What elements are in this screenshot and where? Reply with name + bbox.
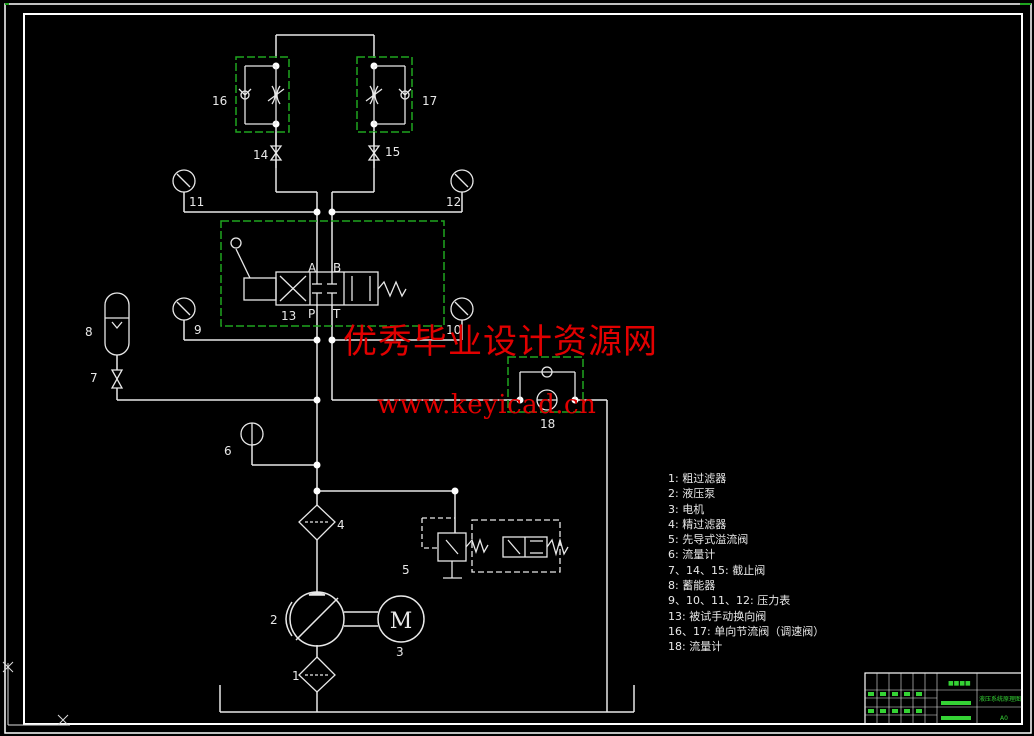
pressure-gauges bbox=[172, 169, 474, 321]
label-port-p: P bbox=[308, 307, 315, 321]
label-port-a: A bbox=[308, 261, 317, 275]
pump-2 bbox=[285, 591, 378, 647]
legend-item: 3: 电机 bbox=[668, 502, 705, 516]
label-2: 2 bbox=[270, 613, 278, 627]
component-labels: 16 17 14 15 11 12 A B P T 13 9 10 8 7 6 … bbox=[85, 94, 555, 683]
label-9: 9 bbox=[194, 323, 202, 337]
label-18: 18 bbox=[540, 417, 555, 431]
label-12: 12 bbox=[446, 195, 461, 209]
stop-valves-14-15 bbox=[269, 132, 381, 168]
label-13: 13 bbox=[281, 309, 296, 323]
legend-item: 4: 精过滤器 bbox=[668, 517, 727, 531]
label-11: 11 bbox=[189, 195, 204, 209]
directional-valve-13 bbox=[220, 220, 445, 327]
motor-label: M bbox=[390, 609, 413, 634]
throttle-check-valve-16 bbox=[235, 56, 290, 133]
label-15: 15 bbox=[385, 145, 400, 159]
ucs-icon bbox=[2, 661, 70, 726]
label-port-b: B bbox=[333, 261, 341, 275]
watermark-url: www.keyicad.cn bbox=[377, 390, 597, 420]
parts-legend: 1: 粗过滤器 2: 液压泵 3: 电机 4: 精过滤器 5: 先导式溢流阀 6… bbox=[668, 471, 824, 655]
title-block-cell: ■■■■ bbox=[948, 680, 971, 687]
legend-item: 18: 流量计 bbox=[668, 640, 723, 654]
flow-meter-6 bbox=[240, 422, 264, 446]
motor-3: M bbox=[377, 595, 425, 643]
relief-valve-5 bbox=[421, 517, 569, 579]
label-4: 4 bbox=[337, 518, 345, 532]
label-1: 1 bbox=[292, 669, 300, 683]
legend-item: 13: 被试手动换向阀 bbox=[668, 609, 767, 623]
outer-frame bbox=[4, 3, 1032, 734]
title-block: ■■■■ 液压系统原理图 A0 bbox=[864, 672, 1023, 725]
inner-frame bbox=[23, 13, 1023, 725]
label-7: 7 bbox=[90, 371, 98, 385]
label-6: 6 bbox=[224, 444, 232, 458]
label-10: 10 bbox=[446, 323, 461, 337]
label-14: 14 bbox=[253, 148, 268, 162]
legend-item: 8: 蓄能器 bbox=[668, 579, 716, 593]
throttle-check-valve-17 bbox=[356, 56, 413, 133]
flow-meter-18 bbox=[507, 356, 584, 413]
fine-filter-4 bbox=[298, 504, 336, 541]
label-5: 5 bbox=[402, 563, 410, 577]
label-8: 8 bbox=[85, 325, 93, 339]
legend-item: 2: 液压泵 bbox=[668, 487, 716, 501]
legend-item: 6: 流量计 bbox=[668, 548, 716, 562]
watermark-title: 优秀毕业设计资源网 bbox=[343, 322, 658, 362]
coarse-filter-1 bbox=[298, 656, 336, 693]
title-block-drawing-name: 液压系统原理图 bbox=[979, 695, 1021, 703]
junction-dots bbox=[272, 62, 579, 495]
legend-item: 9、10、11、12: 压力表 bbox=[668, 594, 791, 608]
legend-item: 5: 先导式溢流阀 bbox=[668, 533, 749, 547]
stop-valve-7 bbox=[110, 369, 124, 389]
label-port-t: T bbox=[332, 307, 341, 321]
label-16: 16 bbox=[212, 94, 227, 108]
pipework bbox=[116, 34, 635, 713]
legend-item: 1: 粗过滤器 bbox=[668, 472, 727, 485]
title-block-marks bbox=[868, 692, 971, 720]
legend-item: 7、14、15: 截止阀 bbox=[668, 563, 766, 577]
accumulator-8 bbox=[104, 292, 130, 356]
label-17: 17 bbox=[422, 94, 437, 108]
title-block-scale: A0 bbox=[1000, 715, 1008, 722]
legend-item: 16、17: 单向节流阀（调速阀） bbox=[668, 624, 825, 638]
label-3: 3 bbox=[396, 645, 404, 659]
